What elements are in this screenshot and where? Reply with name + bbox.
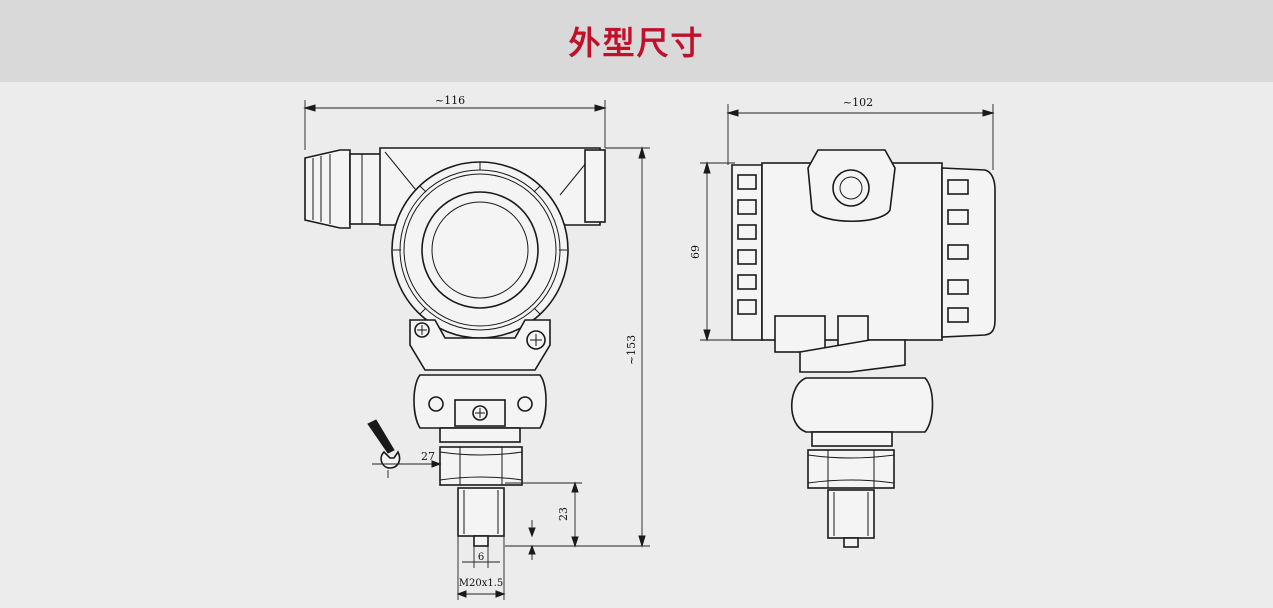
side-height-dimension: 69	[689, 161, 735, 342]
hex-nut	[439, 446, 523, 486]
front-height-dimension: ~153	[520, 146, 650, 548]
tip-size-label: 6	[478, 552, 484, 563]
dimension-drawing: ~116	[0, 82, 1273, 604]
wrench-icon: 27	[367, 419, 442, 478]
thread-length-dimension: 23	[505, 481, 582, 560]
sensor-block	[413, 374, 547, 443]
thread-length-label: 23	[557, 507, 570, 521]
side-right-cap	[941, 167, 996, 338]
side-threaded-fitting	[827, 489, 875, 548]
side-height-label: 69	[689, 245, 702, 259]
header-bar: 外型尺寸	[0, 0, 1273, 82]
side-left-cap	[731, 164, 763, 341]
side-width-label: ~102	[843, 96, 873, 109]
housing-neck	[409, 319, 551, 371]
tip-dimension: 6	[462, 546, 500, 568]
side-sensor-block	[791, 377, 934, 447]
front-width-dimension: ~116	[303, 94, 607, 150]
thread-spec-dimension: M20x1.5	[456, 536, 506, 600]
threaded-fitting	[457, 487, 505, 547]
front-height-label: ~153	[625, 335, 638, 365]
front-view: ~116	[303, 94, 650, 600]
dial-housing	[391, 161, 569, 339]
front-width-label: ~116	[435, 94, 465, 107]
wrench-size-label: 27	[421, 450, 435, 463]
page-title: 外型尺寸	[568, 24, 705, 62]
side-width-dimension: ~102	[726, 96, 995, 170]
drawing-canvas: ~116	[303, 94, 996, 600]
side-connector	[774, 315, 906, 373]
thread-spec-label: M20x1.5	[459, 578, 504, 589]
side-hex-nut	[807, 449, 895, 489]
cable-gland-left	[304, 149, 383, 229]
side-view: ~102 69	[689, 96, 996, 548]
side-housing-body	[761, 149, 943, 341]
